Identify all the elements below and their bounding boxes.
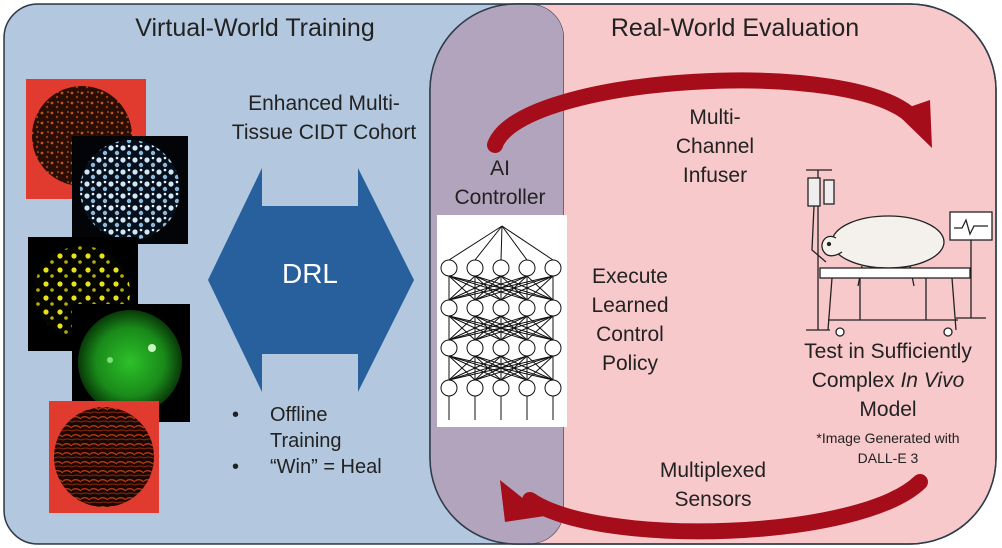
nn-node <box>440 259 458 277</box>
nn-edge <box>448 225 503 261</box>
nn-node <box>466 339 484 357</box>
bullet-text: “Win” = Heal <box>270 456 382 478</box>
left-panel-title: Virtual-World Training <box>135 14 375 42</box>
sensors-label: Multiplexed Sensors <box>618 456 808 514</box>
bottom-curved-arrow <box>500 474 928 540</box>
pig-on-table-illustration <box>806 169 993 337</box>
nn-edge <box>448 315 528 341</box>
test-model-line: Model <box>859 398 917 421</box>
cohort-label: Enhanced Multi- Tissue CIDT Cohort <box>196 89 452 147</box>
right-panel-title: Real-World Evaluation <box>610 14 860 42</box>
nn-edge <box>448 355 502 381</box>
nn-node <box>440 379 458 397</box>
nn-node <box>518 379 536 397</box>
nn-node <box>466 299 484 317</box>
vital-monitor-icon <box>949 211 993 319</box>
image-note-line: *Image Generated with <box>816 430 960 446</box>
policy-line: Execute <box>592 265 668 288</box>
nn-node <box>518 259 536 277</box>
nn-edge <box>448 315 554 341</box>
test-model-word: Complex <box>811 369 895 392</box>
image-note: *Image Generated with DALL-E 3 <box>782 428 994 468</box>
nn-edge <box>474 315 554 341</box>
nn-edge <box>500 275 554 301</box>
nn-edge <box>474 225 503 261</box>
nn-node <box>544 339 562 357</box>
nn-edge <box>448 315 502 341</box>
drl-label: DRL <box>281 258 338 289</box>
tissue-image <box>49 401 159 513</box>
nn-node <box>492 299 510 317</box>
nn-edge <box>500 355 554 381</box>
sensors-line: Multiplexed <box>659 459 767 482</box>
nn-edge <box>448 315 476 341</box>
infuser-line: Channel <box>675 135 755 158</box>
policy-line: Learned <box>591 294 669 317</box>
nn-node <box>466 259 484 277</box>
nn-node <box>492 259 510 277</box>
nn-node <box>466 379 484 397</box>
sensors-line: Sensors <box>674 488 752 511</box>
top-curved-arrow <box>487 72 932 153</box>
nn-edge <box>500 315 554 341</box>
infuser-label: Multi- Channel Infuser <box>640 103 790 190</box>
nn-edge <box>501 225 528 261</box>
infuser-line: Infuser <box>682 164 748 187</box>
nn-edge <box>448 275 476 301</box>
nn-edge <box>448 275 554 301</box>
bullet-text: Training <box>270 430 342 452</box>
ai-controller-label: AI Controller <box>430 154 570 212</box>
nn-edge <box>448 355 554 381</box>
training-bullets: • Offline Training • “Win” = Heal <box>232 402 382 480</box>
test-model-label: Test in Sufficiently Complex In Vivo Mod… <box>774 337 1002 424</box>
in-vivo-text: In Vivo <box>900 369 965 392</box>
tissue-image <box>72 136 188 244</box>
drl-double-arrow <box>208 168 414 392</box>
nn-edge <box>448 275 502 301</box>
nn-edge <box>448 275 528 301</box>
bullet-text: Offline <box>270 404 328 426</box>
ai-controller-line: AI <box>490 157 510 180</box>
nn-node <box>492 339 510 357</box>
nn-node <box>440 299 458 317</box>
test-model-line: Test in Sufficiently <box>804 340 972 363</box>
bullet-item: • “Win” = Heal <box>232 454 382 480</box>
nn-node <box>492 379 510 397</box>
policy-label: Execute Learned Control Policy <box>560 262 700 378</box>
cohort-label-line: Enhanced Multi- <box>248 92 400 115</box>
bullet-glyph: • <box>232 404 240 426</box>
nn-node <box>518 339 536 357</box>
nn-edge <box>501 225 554 261</box>
neural-network-icon <box>437 215 567 427</box>
bullet-item: • Offline Training <box>232 402 382 454</box>
nn-edge <box>448 355 476 381</box>
infuser-line: Multi- <box>689 106 741 129</box>
cohort-label-line: Tissue CIDT Cohort <box>231 121 417 144</box>
ai-controller-line: Controller <box>454 186 546 209</box>
policy-line: Control <box>596 323 664 346</box>
policy-line: Policy <box>601 352 659 375</box>
nn-node <box>518 299 536 317</box>
nn-edge <box>526 275 554 301</box>
nn-edge <box>526 315 554 341</box>
tissue-image-stack <box>26 79 190 513</box>
nn-node <box>544 299 562 317</box>
nn-edge <box>500 225 503 261</box>
bullet-glyph: • <box>232 456 240 478</box>
nn-node <box>544 259 562 277</box>
nn-node <box>544 379 562 397</box>
nn-edge <box>448 355 528 381</box>
nn-edge <box>474 275 554 301</box>
nn-node <box>440 339 458 357</box>
nn-edge <box>526 355 554 381</box>
test-model-line: Complex In Vivo <box>774 366 1002 395</box>
image-note-line: DALL-E 3 <box>857 450 919 466</box>
nn-edge <box>474 355 554 381</box>
iv-stand-icon <box>806 169 835 331</box>
